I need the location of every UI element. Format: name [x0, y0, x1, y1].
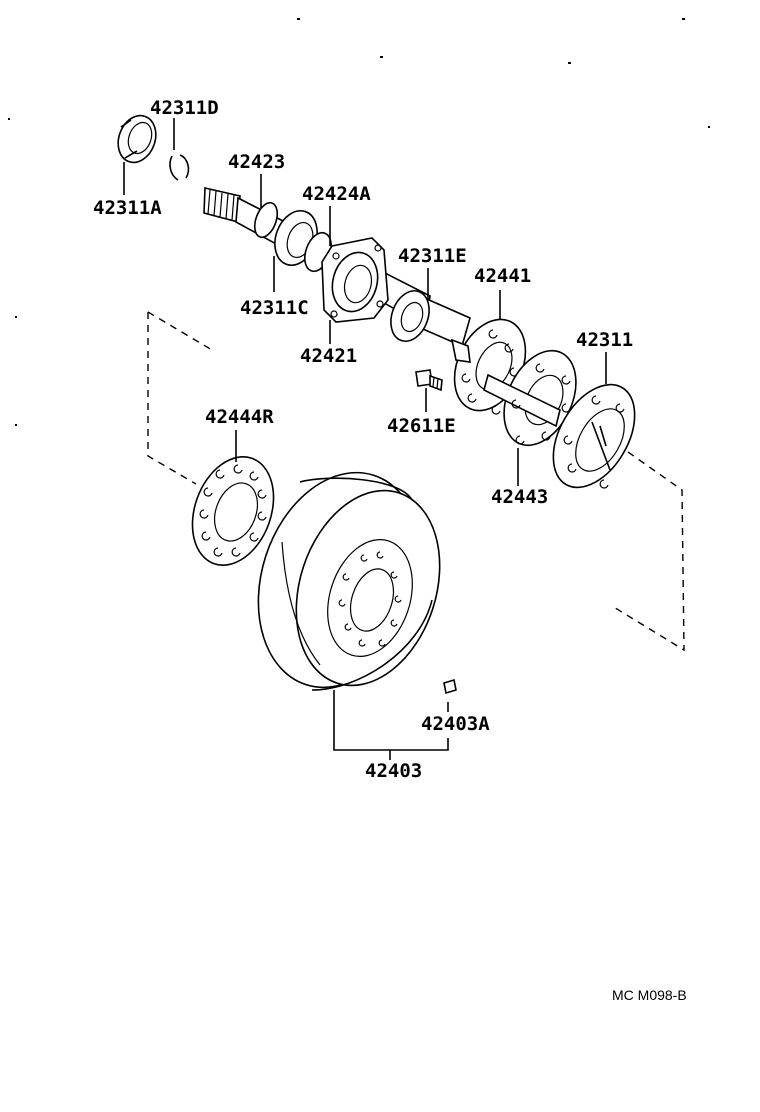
- assembly-dashed-lines: [147, 311, 685, 652]
- plug-42403A: [443, 678, 457, 695]
- label-42611E: 42611E: [387, 415, 456, 437]
- label-42311C: 42311C: [240, 297, 309, 319]
- label-42441: 42441: [474, 265, 531, 287]
- label-42311E: 42311E: [398, 245, 467, 267]
- label-42311A: 42311A: [93, 197, 162, 219]
- scan-specks: [8, 18, 710, 426]
- plate-42444R: [191, 455, 275, 567]
- gasket-42443: [483, 349, 577, 447]
- label-42423: 42423: [228, 151, 285, 173]
- diagram-code: MC M098-B: [612, 987, 687, 1003]
- label-42421: 42421: [300, 345, 357, 367]
- label-42424A: 42424A: [302, 183, 371, 205]
- label-42443: 42443: [491, 486, 548, 508]
- label-42403A: 42403A: [421, 713, 490, 735]
- label-42403: 42403: [365, 760, 422, 782]
- label-42444R: 42444R: [205, 406, 274, 428]
- part-labels: 42311D 42311A 42423 42424A 42311E 42441 …: [93, 97, 687, 1003]
- label-42311: 42311: [576, 329, 633, 351]
- oil-seal-42311D: [117, 114, 157, 164]
- hub-flange-42311: [552, 383, 636, 489]
- hub-bolt-42611E: [415, 369, 443, 392]
- snap-ring-42311D: [169, 154, 190, 181]
- brake-drum-42403: [257, 471, 441, 691]
- axle-shaft-assembly: [203, 187, 471, 348]
- leader-lines: [123, 118, 607, 760]
- label-42311D: 42311D: [150, 97, 219, 119]
